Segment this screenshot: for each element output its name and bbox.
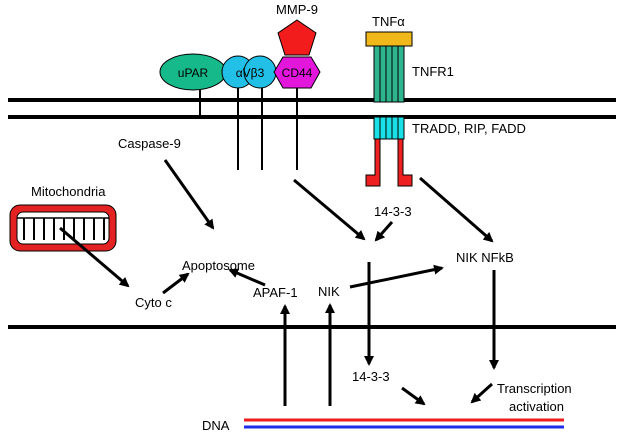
dna-label: DNA <box>202 418 230 433</box>
mmp9-label: MMP-9 <box>276 2 318 17</box>
tradd-complex: TRADD, RIP, FADD <box>373 116 526 140</box>
mmp9-ligand: MMP-9 <box>276 2 318 56</box>
arrow-nik-niknfkb <box>349 264 444 289</box>
tradd-label: TRADD, RIP, FADD <box>412 121 526 136</box>
arrow-transcription-dna <box>470 382 494 404</box>
arrow-cd44-nik <box>293 178 366 241</box>
nik-label: NIK <box>318 284 340 299</box>
arrow-mito-cytoc <box>59 226 130 288</box>
arrow-caspase9-apoptosome <box>163 159 215 230</box>
nik-nfkb-label: NIK NFkB <box>456 250 514 265</box>
arrow-cytoc-apoptosome <box>162 272 190 295</box>
arrow-1433-nik <box>374 221 394 242</box>
cd44-label: CD44 <box>282 66 313 80</box>
upar-label: uPAR <box>178 66 209 80</box>
tnfr1-label: TNFR1 <box>412 64 454 79</box>
apaf1-label: APAF-1 <box>253 285 298 300</box>
integrin-receptor: αVβ3 <box>221 55 277 89</box>
cd44-receptor: CD44 <box>273 56 321 89</box>
protein1433-bottom-label: 14-3-3 <box>352 369 390 384</box>
upar-receptor: uPAR <box>159 53 227 91</box>
arrow-fadd-niknfkb <box>419 176 494 243</box>
arrow-1433-dna <box>401 386 426 406</box>
arrow-apaf1-apoptosome <box>228 268 266 287</box>
fadd-death-domains <box>365 138 413 187</box>
mitochondria-label: Mitochondria <box>31 184 106 199</box>
cyto-c-label: Cyto c <box>135 295 172 310</box>
tnfa-label: TNFα <box>372 14 405 29</box>
protein1433-top-label: 14-3-3 <box>374 204 412 219</box>
mitochondria: Mitochondria <box>9 184 117 252</box>
transcription-label-line1: Transcription <box>497 381 572 396</box>
tnfa-ligand: TNFα <box>365 14 413 47</box>
apoptosome-label: Apoptosome <box>182 258 255 273</box>
avb3-label: αVβ3 <box>236 66 265 80</box>
caspase9-label: Caspase-9 <box>118 136 181 151</box>
tnfr1-receptor: TNFR1 <box>373 45 454 103</box>
transcription-label-line2: activation <box>509 399 564 414</box>
